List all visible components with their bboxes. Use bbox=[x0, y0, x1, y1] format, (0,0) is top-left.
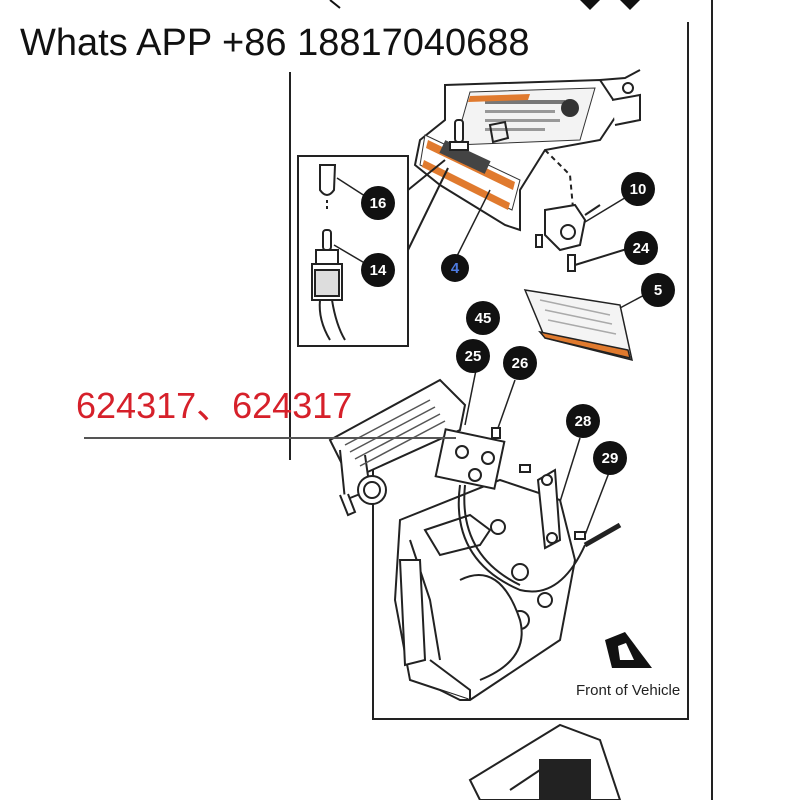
callout-5: 5 bbox=[641, 273, 675, 307]
svg-text:24: 24 bbox=[633, 240, 650, 257]
svg-text:5: 5 bbox=[654, 282, 662, 299]
pedal-assembly bbox=[328, 378, 577, 702]
callout-25: 25 bbox=[456, 339, 490, 373]
small-screws bbox=[491, 427, 586, 540]
switch-wires bbox=[434, 428, 622, 593]
callout-26: 26 bbox=[503, 346, 537, 380]
svg-text:29: 29 bbox=[602, 450, 619, 467]
svg-text:28: 28 bbox=[575, 413, 592, 430]
front-arrow-icon bbox=[605, 632, 652, 668]
part-number-underline bbox=[84, 437, 456, 439]
svg-text:26: 26 bbox=[512, 355, 529, 372]
bracket-part bbox=[535, 203, 601, 252]
decal-part bbox=[523, 289, 633, 362]
callout-45: 45 bbox=[466, 301, 500, 335]
svg-text:25: 25 bbox=[465, 348, 482, 365]
part-number-text: 624317、624317 bbox=[76, 385, 353, 426]
panel-decals bbox=[419, 87, 596, 211]
pedal-grille bbox=[344, 399, 446, 467]
svg-text:4: 4 bbox=[451, 260, 460, 277]
cropped-top-marks bbox=[329, 0, 640, 10]
svg-text:14: 14 bbox=[370, 262, 387, 279]
link-arm bbox=[536, 468, 562, 550]
svg-text:45: 45 bbox=[475, 310, 492, 327]
callout-16: 16 bbox=[361, 186, 395, 220]
whatsapp-contact-banner: Whats APP +86 18817040688 bbox=[0, 14, 584, 72]
svg-text:10: 10 bbox=[630, 181, 647, 198]
panel-toggle bbox=[449, 119, 469, 151]
inset-detail bbox=[297, 155, 449, 347]
callout-24: 24 bbox=[624, 231, 658, 265]
callout-14: 14 bbox=[361, 253, 395, 287]
callout-29: 29 bbox=[593, 441, 627, 475]
svg-text:16: 16 bbox=[370, 195, 387, 212]
callout-4: 4 bbox=[441, 254, 469, 282]
callout-10: 10 bbox=[621, 172, 655, 206]
front-of-vehicle-label: Front of Vehicle bbox=[576, 682, 680, 699]
screw-part bbox=[567, 247, 631, 272]
callout-28: 28 bbox=[566, 404, 600, 438]
cropped-bottom-graphic bbox=[468, 723, 622, 800]
